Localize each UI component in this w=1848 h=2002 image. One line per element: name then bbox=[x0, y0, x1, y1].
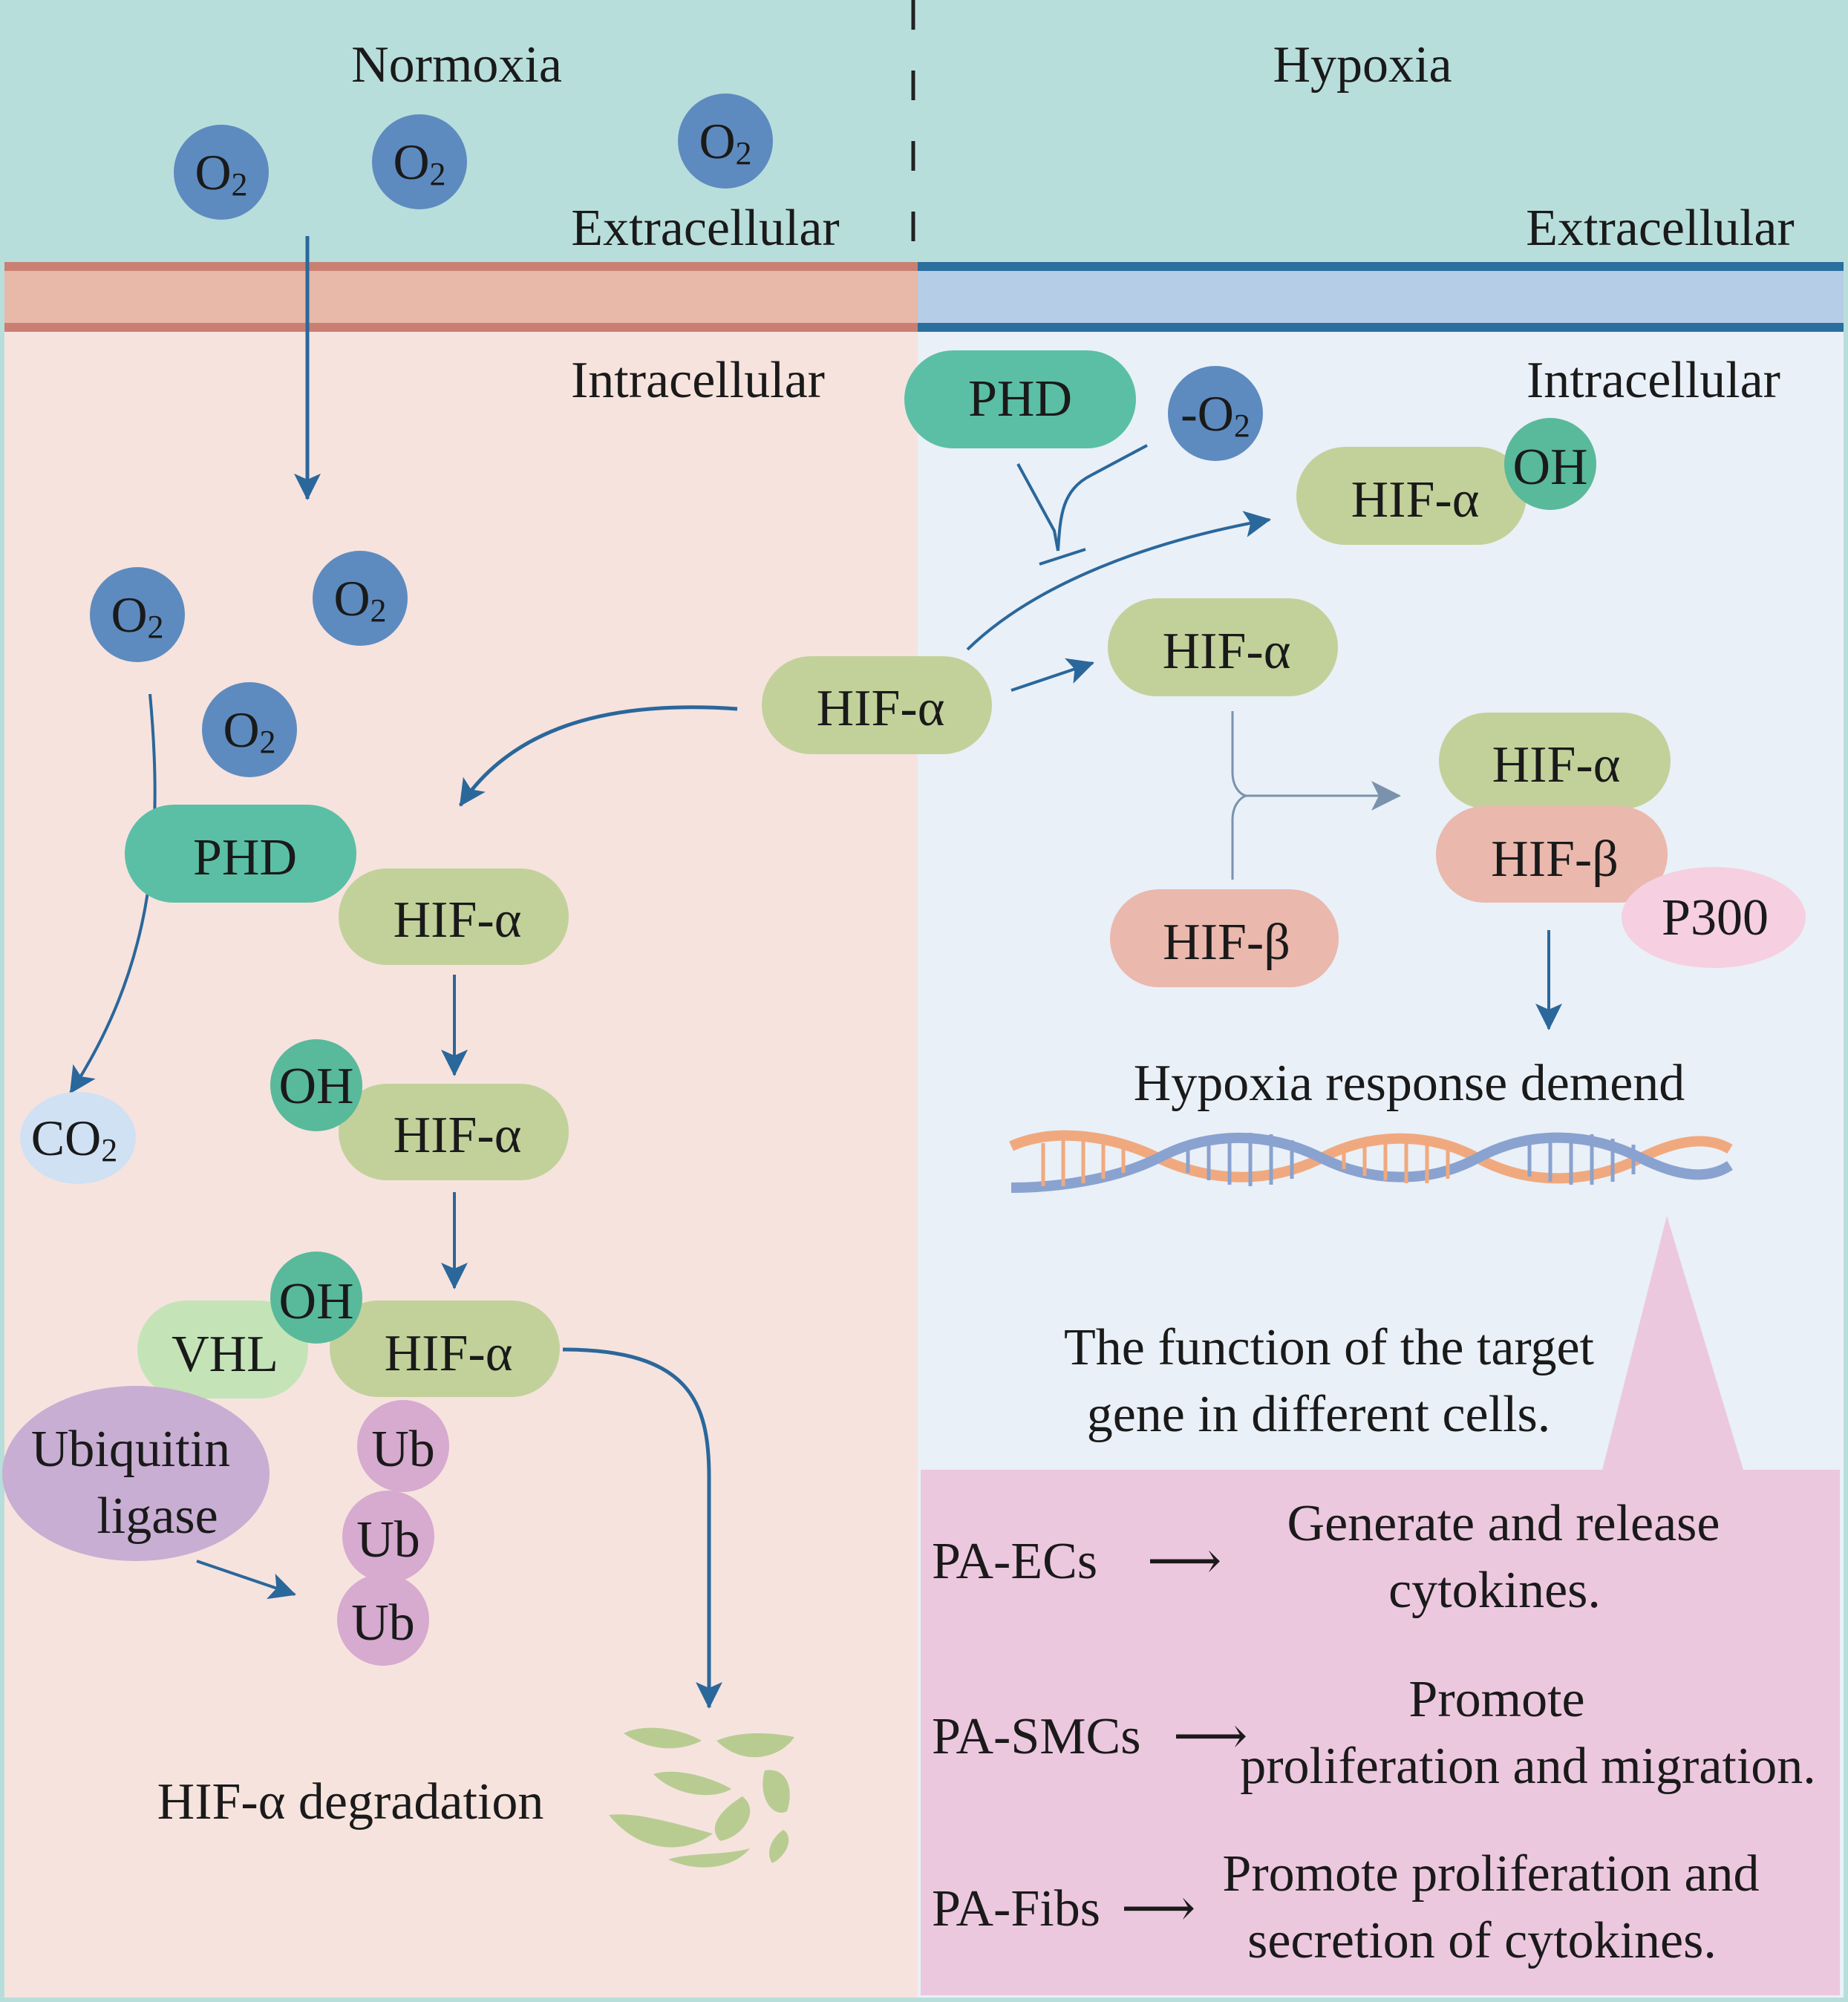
o2-molecule: O2 bbox=[90, 567, 185, 662]
normoxia-title: Normoxia bbox=[351, 36, 562, 94]
hypoxia-title: Hypoxia bbox=[1273, 36, 1452, 94]
co2-molecule: CO2 bbox=[20, 1092, 136, 1184]
svg-text:O2: O2 bbox=[699, 113, 751, 171]
hif-to-phd-arrow bbox=[458, 705, 738, 807]
svg-text:Ubiquitin: Ubiquitin bbox=[31, 1421, 230, 1478]
degraded-fragments-icon bbox=[609, 1727, 794, 1868]
phd-enzyme-hypoxia: PHD bbox=[904, 350, 1136, 448]
cell-function-line2: cytokines. bbox=[1388, 1562, 1601, 1619]
cell-function-line2: secretion of cytokines. bbox=[1247, 1912, 1717, 1969]
svg-text:HIF-α: HIF-α bbox=[394, 1107, 522, 1164]
cell-function-line1: Generate and release bbox=[1287, 1495, 1720, 1552]
cell-function-line2: proliferation and migration. bbox=[1240, 1738, 1816, 1795]
dna-helix-icon bbox=[1009, 1130, 1733, 1193]
normoxia-membrane bbox=[0, 262, 918, 332]
normoxia-intracellular-label: Intracellular bbox=[571, 352, 825, 409]
svg-text:HIF-α: HIF-α bbox=[1351, 471, 1480, 529]
hif-alpha-dimer: HIF-α bbox=[1439, 713, 1671, 809]
hif-alpha-hydroxylated: HIF-α bbox=[339, 1084, 569, 1180]
vhl-protein: VHL bbox=[137, 1301, 308, 1399]
cell-type-pa-fibs: PA-Fibs bbox=[932, 1880, 1100, 1937]
svg-text:P300: P300 bbox=[1662, 889, 1769, 946]
ubiquitin-tag: Ub bbox=[342, 1491, 434, 1583]
svg-text:HIF-α: HIF-α bbox=[1492, 736, 1621, 794]
cell-arrow: ⟶ bbox=[1173, 1708, 1247, 1765]
svg-text:HIF-α: HIF-α bbox=[385, 1325, 513, 1382]
svg-text:OH: OH bbox=[278, 1058, 353, 1115]
inhibition-symbol bbox=[1016, 444, 1148, 566]
svg-text:O2: O2 bbox=[111, 586, 163, 645]
svg-text:OH: OH bbox=[278, 1273, 353, 1330]
p300-coactivator: P300 bbox=[1622, 867, 1806, 968]
hif-beta-dimer: HIF-β bbox=[1436, 806, 1668, 903]
hif-alpha-hydroxylated-hypoxia: HIF-α bbox=[1296, 447, 1527, 545]
svg-text:Ub: Ub bbox=[371, 1421, 435, 1478]
svg-text:HIF-α: HIF-α bbox=[817, 680, 945, 737]
degradation-arrow bbox=[562, 1347, 722, 1709]
svg-text:PHD: PHD bbox=[968, 370, 1072, 428]
cell-arrow: ⟶ bbox=[1121, 1880, 1195, 1937]
phd-enzyme: PHD bbox=[125, 805, 356, 903]
normoxia-extracellular-label: Extracellular bbox=[571, 200, 839, 257]
hypoxia-intracellular-label: Intracellular bbox=[1527, 352, 1780, 409]
cell-type-pa-smcs: PA-SMCs bbox=[932, 1708, 1140, 1765]
oh-group: OH bbox=[270, 1039, 362, 1131]
o2-molecule: O2 bbox=[678, 94, 773, 189]
ubiquitination-arrow bbox=[196, 1560, 296, 1600]
cell-arrow: ⟶ bbox=[1147, 1533, 1221, 1590]
cell-type-pa-ecs: PA-ECs bbox=[932, 1533, 1097, 1590]
svg-text:HIF-β: HIF-β bbox=[1163, 914, 1290, 971]
svg-text:CO2: CO2 bbox=[31, 1110, 117, 1168]
degradation-label: HIF-α degradation bbox=[157, 1773, 544, 1831]
svg-text:ligase: ligase bbox=[97, 1488, 218, 1545]
svg-text:PHD: PHD bbox=[193, 829, 297, 886]
oh-group: OH bbox=[1504, 418, 1596, 510]
cell-function-line1: Promote bbox=[1408, 1671, 1584, 1728]
svg-text:OH: OH bbox=[1512, 439, 1587, 496]
hypoxia-membrane bbox=[918, 262, 1848, 332]
hypoxia-extracellular-region bbox=[918, 0, 1848, 264]
svg-text:O2: O2 bbox=[393, 134, 445, 192]
o2-molecule: O2 bbox=[202, 682, 297, 777]
minus-o2: -O2 bbox=[1168, 366, 1263, 461]
hypoxia-response-label: Hypoxia response demend bbox=[1134, 1055, 1685, 1112]
hif-beta: HIF-β bbox=[1110, 889, 1339, 987]
svg-text:O2: O2 bbox=[333, 570, 386, 629]
dimerization-connector bbox=[1231, 711, 1401, 880]
o2-molecule: O2 bbox=[313, 551, 408, 646]
svg-text:HIF-α: HIF-α bbox=[1163, 623, 1291, 680]
svg-text:HIF-α: HIF-α bbox=[394, 892, 522, 949]
ubiquitin-tag: Ub bbox=[337, 1574, 429, 1666]
svg-text:HIF-β: HIF-β bbox=[1491, 831, 1619, 888]
svg-text:O2: O2 bbox=[223, 701, 275, 760]
target-function-title-line2: gene in different cells. bbox=[1087, 1386, 1551, 1443]
o2-molecule: O2 bbox=[174, 125, 269, 220]
hif-stabilization-arrow bbox=[1010, 658, 1094, 692]
svg-text:-O2: -O2 bbox=[1181, 385, 1250, 444]
target-function-panel bbox=[921, 1216, 1840, 1995]
oh-group: OH bbox=[270, 1252, 362, 1344]
hif-alpha-vhl-bound: HIF-α bbox=[330, 1301, 560, 1397]
hif-alpha-central: HIF-α bbox=[762, 656, 992, 754]
hypoxia-extracellular-label: Extracellular bbox=[1526, 200, 1794, 257]
o2-to-co2-arrow bbox=[69, 693, 157, 1094]
svg-text:Ub: Ub bbox=[351, 1594, 415, 1652]
hif-to-hydroxylated-arrow bbox=[966, 511, 1271, 651]
target-function-title-line1: The function of the target bbox=[1064, 1319, 1595, 1376]
hif-alpha-bound-phd: HIF-α bbox=[339, 868, 569, 965]
hif-alpha-stable: HIF-α bbox=[1108, 598, 1338, 696]
svg-text:VHL: VHL bbox=[172, 1326, 278, 1383]
ubiquitin-tag: Ub bbox=[357, 1400, 449, 1492]
ubiquitin-ligase: Ubiquitin ligase bbox=[2, 1386, 270, 1561]
svg-text:Ub: Ub bbox=[356, 1511, 420, 1568]
cell-function-line1: Promote proliferation and bbox=[1222, 1845, 1759, 1903]
o2-molecule: O2 bbox=[372, 114, 467, 209]
svg-text:O2: O2 bbox=[195, 144, 247, 203]
